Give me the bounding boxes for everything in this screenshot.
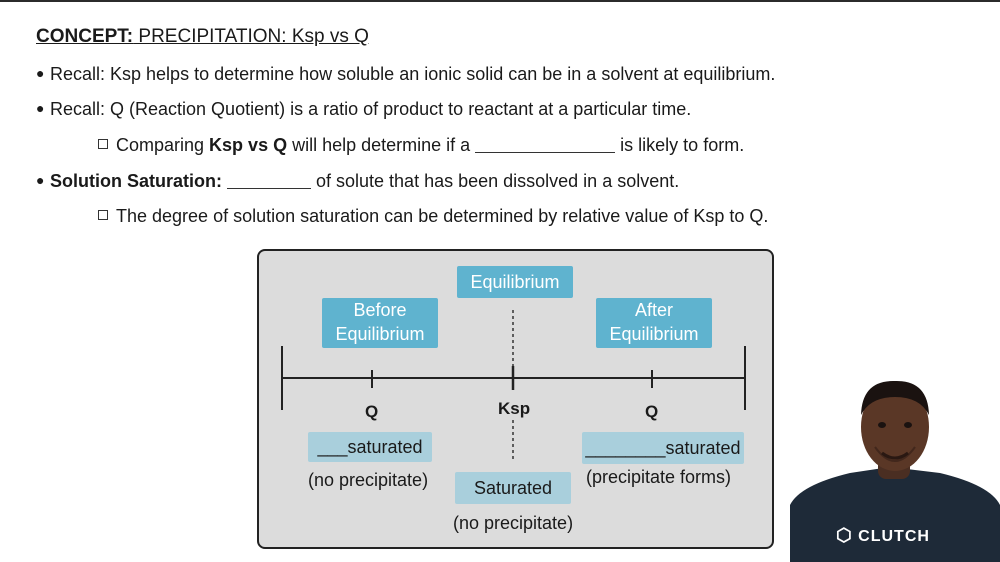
center-saturation-box: Saturated (455, 472, 571, 504)
fill-in-blank (475, 136, 616, 153)
clutch-logo: ⬡ CLUTCH (836, 525, 930, 545)
bullet-recall-q: ●Recall: Q (Reaction Quotient) is a rati… (36, 99, 692, 119)
bullet-dot-icon: ● (36, 65, 45, 81)
bullet-solution-saturation: ●Solution Saturation: of solute that has… (36, 171, 680, 191)
top-border (0, 0, 1000, 2)
bullet-recall-ksp: ●Recall: Ksp helps to determine how solu… (36, 64, 776, 84)
left-eye (878, 422, 886, 428)
ksp-label: Ksp (498, 399, 531, 418)
beard (874, 446, 916, 462)
square-bullet-icon (98, 210, 108, 220)
page-title: CONCEPT: PRECIPITATION: Ksp vs Q (36, 26, 369, 47)
presenter-figure (790, 380, 1000, 562)
left-note: (no precipitate) (308, 470, 429, 490)
q-left-label: Q (365, 402, 379, 421)
shirt (790, 467, 1000, 562)
fill-in-blank (227, 172, 311, 189)
q-right-label: Q (645, 402, 659, 421)
head (861, 383, 929, 471)
sub-bullet-compare: Comparing Ksp vs Q will help determine i… (98, 135, 744, 156)
center-note: (no precipitate) (453, 513, 574, 533)
hair (861, 380, 929, 415)
equilibrium-box: Equilibrium (457, 266, 573, 298)
bullet-dot-icon: ● (36, 100, 45, 116)
left-saturation-box: ___saturated (308, 432, 432, 462)
square-bullet-icon (98, 139, 108, 149)
right-note: (precipitate forms) (586, 467, 732, 487)
presenter-webcam: ⬡ CLUTCH (790, 375, 1000, 562)
mouth (881, 451, 909, 460)
sub-bullet-degree: The degree of solution saturation can be… (98, 206, 768, 227)
right-saturation-box: ________saturated (582, 432, 744, 464)
bullet-dot-icon: ● (36, 172, 45, 188)
hexagon-logo-icon: ⬡ (836, 525, 853, 545)
right-eye (904, 422, 912, 428)
